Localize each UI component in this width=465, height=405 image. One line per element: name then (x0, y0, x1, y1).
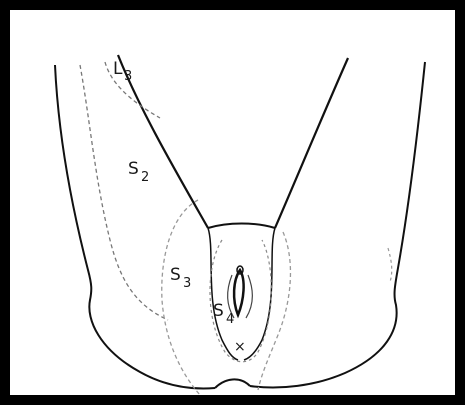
label-s4-subscript: 4 (226, 312, 234, 327)
label-l3-subscript: 3 (124, 69, 132, 84)
s2-boundary-line (80, 65, 168, 320)
label-s3-subscript: 3 (183, 276, 191, 291)
gluteal-cleft-outline (215, 379, 250, 388)
right-labium-outline (244, 228, 275, 360)
vaginal-opening (234, 270, 244, 315)
label-l3: L (113, 59, 123, 79)
inner-labium-right (246, 275, 252, 318)
left-thigh-outline (55, 65, 215, 388)
right-inner-thigh-line (275, 58, 348, 228)
label-anal-mark: × (234, 339, 246, 355)
label-s4: S (213, 301, 224, 321)
right-thigh-boundary (388, 248, 392, 282)
label-s3: S (170, 265, 181, 285)
s3-boundary-right (258, 232, 290, 390)
label-s2-subscript: 2 (141, 170, 149, 185)
perineum-top-line (208, 224, 275, 229)
s3-boundary-left (162, 200, 200, 395)
label-s2: S (128, 159, 139, 179)
